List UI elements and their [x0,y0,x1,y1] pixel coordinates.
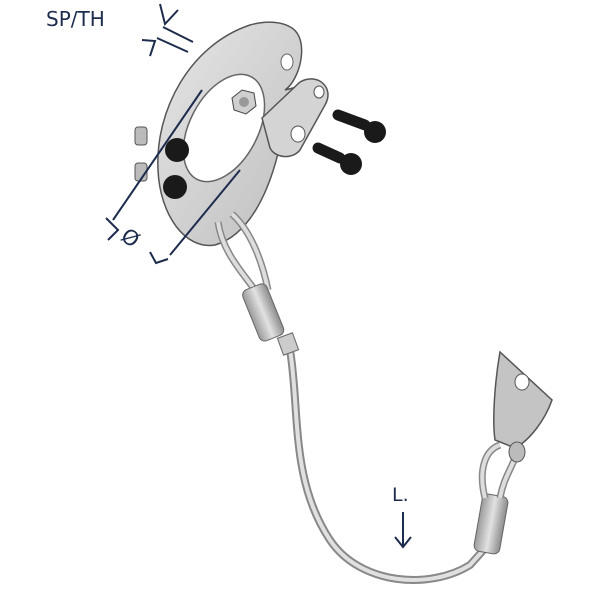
plate-bolts [134,126,189,199]
loose-bolts [312,109,386,175]
length-label: L. [392,484,409,506]
dimension-length-arrow [394,512,412,549]
steel-cable [214,211,520,584]
thickness-label: SP/TH [46,7,105,31]
clamp-plate [157,21,329,247]
dimension-thickness [141,3,194,57]
end-lug [493,350,553,463]
dimension-diameter [105,89,241,265]
